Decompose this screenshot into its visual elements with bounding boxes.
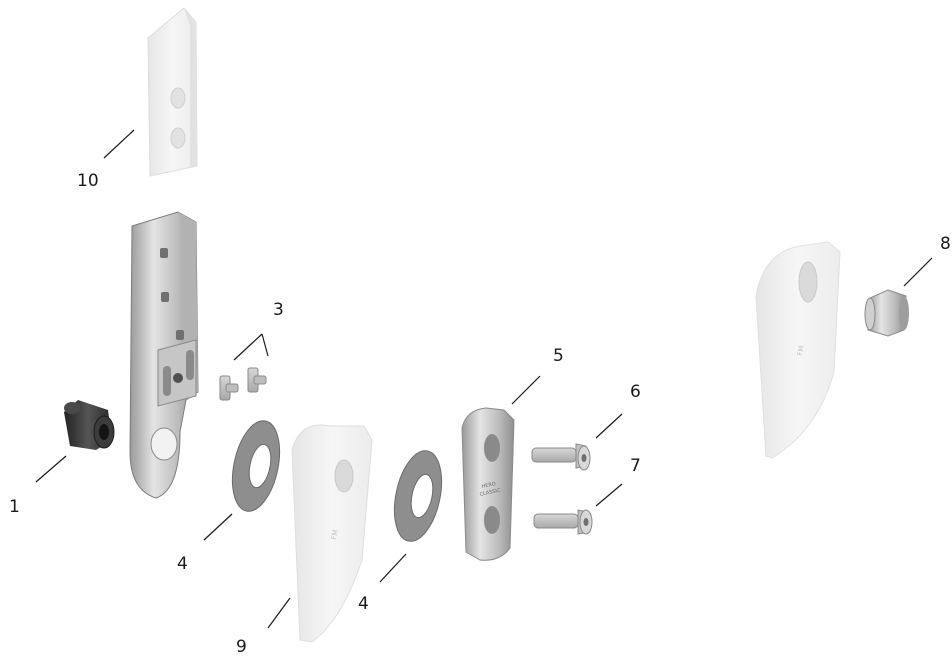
callout-10: 10 [77, 171, 99, 191]
leader-1 [35, 455, 67, 483]
part-5-metal-plate: HERO CLASSIC [461, 407, 515, 561]
callout-4-left: 4 [177, 554, 188, 574]
leader-6 [595, 413, 623, 439]
leader-4b [379, 553, 407, 583]
leader-3b [261, 333, 269, 357]
part-9-white-plate: FM [291, 424, 373, 643]
leader-lines [35, 129, 933, 629]
svg-text:FM: FM [330, 529, 340, 540]
part-4-washer-right [393, 450, 443, 542]
callout-6: 6 [630, 382, 641, 402]
part-8-ring [864, 289, 909, 337]
callout-9: 9 [236, 637, 247, 657]
part-8-white-plate: FM [755, 241, 841, 459]
engraving-classic: CLASSIC [479, 488, 501, 498]
part-7-screw [533, 509, 593, 535]
main-bracket [129, 211, 199, 499]
part-4-washer-left [231, 420, 281, 512]
leader-7 [595, 483, 623, 507]
svg-text:FM: FM [796, 345, 806, 356]
callout-1: 1 [9, 497, 20, 517]
leader-9 [267, 597, 291, 629]
callout-3: 3 [273, 300, 284, 320]
part-1-bushing [64, 400, 115, 450]
callout-4-right: 4 [358, 594, 369, 614]
callout-8: 8 [940, 234, 951, 254]
engraving-hero: HERO [481, 481, 496, 490]
leader-10 [103, 129, 135, 159]
leader-8 [903, 257, 933, 287]
part-3-small-screws [219, 367, 267, 401]
leader-4a [203, 513, 233, 541]
part-6-screw [531, 443, 591, 471]
leader-5 [511, 375, 541, 405]
leader-3a [233, 333, 263, 361]
part-10-spacer-block [147, 7, 198, 177]
callout-7: 7 [630, 456, 641, 476]
callout-5: 5 [553, 346, 564, 366]
